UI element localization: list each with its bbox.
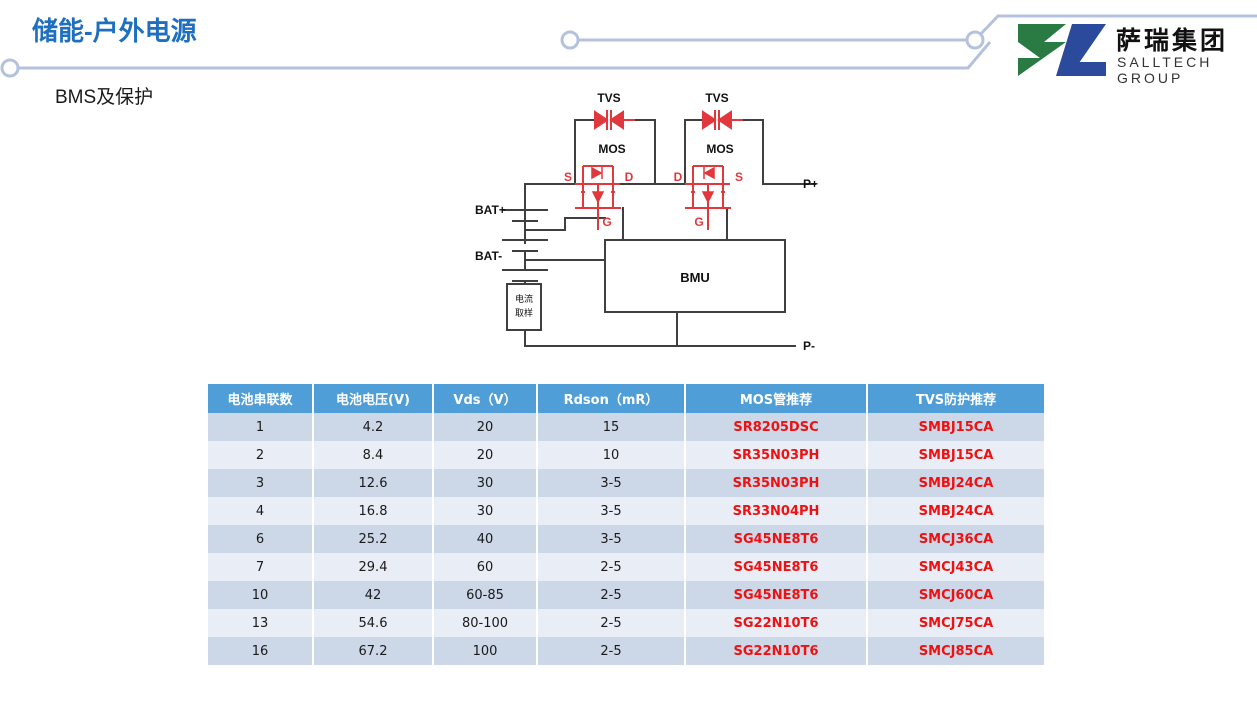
cell-tvs: SMCJ60CA (867, 581, 1044, 609)
cell-mos: SR35N03PH (685, 469, 868, 497)
cell-series: 2 (208, 441, 314, 469)
cell-tvs: SMCJ36CA (867, 525, 1044, 553)
cell-voltage: 29.4 (313, 553, 434, 581)
cell-vds: 30 (433, 469, 538, 497)
col-header-vds: Vds（V） (433, 384, 538, 413)
label-mos1-g: G (602, 215, 611, 229)
table-row: 6 25.2 40 3-5 SG45NE8T6 SMCJ36CA (208, 525, 1044, 553)
deco-circle-right (965, 30, 985, 50)
deco-circle-left (0, 58, 20, 78)
label-mos2-s: S (735, 170, 743, 184)
cell-mos: SG45NE8T6 (685, 581, 868, 609)
cell-series: 4 (208, 497, 314, 525)
col-header-mos-recommendation: MOS管推荐 (685, 384, 868, 413)
cell-tvs: SMBJ24CA (867, 469, 1044, 497)
label-p-minus: P- (803, 339, 815, 353)
label-bat-plus: BAT+ (475, 203, 506, 217)
cell-series: 16 (208, 637, 314, 665)
cell-mos: SR35N03PH (685, 441, 868, 469)
cell-vds: 20 (433, 413, 538, 441)
page-subtitle: BMS及保护 (55, 87, 154, 108)
label-mos1-d: D (625, 170, 634, 184)
cell-rdson: 2-5 (537, 609, 686, 637)
cell-mos: SR8205DSC (685, 413, 868, 441)
cell-tvs: SMCJ43CA (867, 553, 1044, 581)
cell-series: 1 (208, 413, 314, 441)
table-row: 1 4.2 20 15 SR8205DSC SMBJ15CA (208, 413, 1044, 441)
col-header-rdson: Rdson（mR） (537, 384, 686, 413)
spec-table: 电池串联数 电池电压(V) Vds（V） Rdson（mR） MOS管推荐 TV… (208, 384, 1044, 665)
cell-mos: SR33N04PH (685, 497, 868, 525)
cell-vds: 80-100 (433, 609, 538, 637)
cell-voltage: 67.2 (313, 637, 434, 665)
bms-circuit-diagram: TVS TVS MOS MOS BAT+ BAT- P+ P- BMU 电流 取… (475, 91, 818, 353)
label-mos2-g: G (694, 215, 703, 229)
cell-series: 13 (208, 609, 314, 637)
label-mos1-s: S (564, 170, 572, 184)
label-bat-minus: BAT- (475, 249, 502, 263)
cell-vds: 60 (433, 553, 538, 581)
cell-tvs: SMCJ85CA (867, 637, 1044, 665)
brand-logo: 萨瑞集团 SALLTECH GROUP (1014, 20, 1246, 86)
cell-vds: 60-85 (433, 581, 538, 609)
table-row: 16 67.2 100 2-5 SG22N10T6 SMCJ85CA (208, 637, 1044, 665)
cell-tvs: SMBJ15CA (867, 441, 1044, 469)
cell-vds: 30 (433, 497, 538, 525)
col-header-cells-in-series: 电池串联数 (208, 384, 314, 413)
table-row: 2 8.4 20 10 SR35N03PH SMBJ15CA (208, 441, 1044, 469)
cell-voltage: 16.8 (313, 497, 434, 525)
col-header-tvs-recommendation: TVS防护推荐 (867, 384, 1044, 413)
cell-voltage: 4.2 (313, 413, 434, 441)
cell-rdson: 10 (537, 441, 686, 469)
cell-rdson: 3-5 (537, 469, 686, 497)
cell-vds: 100 (433, 637, 538, 665)
table-row: 7 29.4 60 2-5 SG45NE8T6 SMCJ43CA (208, 553, 1044, 581)
table-row: 3 12.6 30 3-5 SR35N03PH SMBJ24CA (208, 469, 1044, 497)
table-body: 1 4.2 20 15 SR8205DSC SMBJ15CA 2 8.4 20 … (208, 413, 1044, 665)
cell-series: 3 (208, 469, 314, 497)
logo-name-cn: 萨瑞集团 (1116, 26, 1229, 55)
label-tvs-left: TVS (597, 91, 620, 105)
cell-series: 10 (208, 581, 314, 609)
table-row: 10 42 60-85 2-5 SG45NE8T6 SMCJ60CA (208, 581, 1044, 609)
page-title: 储能-户外电源 (32, 16, 197, 46)
logo-mark-icon (1018, 24, 1106, 76)
cell-vds: 40 (433, 525, 538, 553)
label-mos-right: MOS (706, 142, 733, 156)
table-row: 13 54.6 80-100 2-5 SG22N10T6 SMCJ75CA (208, 609, 1044, 637)
label-shunt-line1: 电流 (515, 293, 533, 305)
cell-mos: SG22N10T6 (685, 609, 868, 637)
label-tvs-right: TVS (705, 91, 728, 105)
cell-mos: SG45NE8T6 (685, 553, 868, 581)
table-row: 4 16.8 30 3-5 SR33N04PH SMBJ24CA (208, 497, 1044, 525)
cell-rdson: 2-5 (537, 581, 686, 609)
deco-circle-mid (560, 30, 580, 50)
cell-voltage: 54.6 (313, 609, 434, 637)
cell-voltage: 12.6 (313, 469, 434, 497)
label-shunt-line2: 取样 (515, 307, 533, 319)
label-mos2-d: D (674, 170, 683, 184)
cell-voltage: 8.4 (313, 441, 434, 469)
cell-tvs: SMBJ24CA (867, 497, 1044, 525)
table-header-row: 电池串联数 电池电压(V) Vds（V） Rdson（mR） MOS管推荐 TV… (208, 384, 1044, 413)
label-mos-left: MOS (598, 142, 625, 156)
cell-series: 6 (208, 525, 314, 553)
cell-voltage: 25.2 (313, 525, 434, 553)
cell-rdson: 15 (537, 413, 686, 441)
cell-rdson: 3-5 (537, 497, 686, 525)
cell-voltage: 42 (313, 581, 434, 609)
cell-mos: SG22N10T6 (685, 637, 868, 665)
cell-rdson: 2-5 (537, 637, 686, 665)
label-bmu: BMU (680, 270, 710, 285)
logo-name-en: SALLTECH GROUP (1117, 54, 1213, 86)
col-header-battery-voltage: 电池电压(V) (313, 384, 434, 413)
cell-tvs: SMCJ75CA (867, 609, 1044, 637)
cell-tvs: SMBJ15CA (867, 413, 1044, 441)
cell-mos: SG45NE8T6 (685, 525, 868, 553)
cell-rdson: 2-5 (537, 553, 686, 581)
cell-series: 7 (208, 553, 314, 581)
cell-rdson: 3-5 (537, 525, 686, 553)
cell-vds: 20 (433, 441, 538, 469)
label-p-plus: P+ (803, 177, 818, 191)
